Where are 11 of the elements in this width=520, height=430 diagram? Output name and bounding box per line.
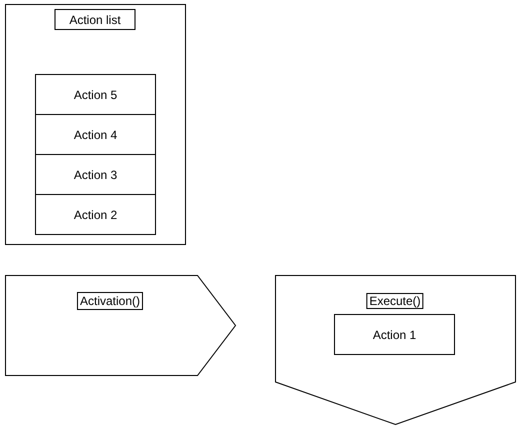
- list-container: [5, 4, 186, 245]
- framed-title: Execute(): [366, 293, 424, 309]
- action-box: Action 4: [35, 114, 156, 155]
- framed-title: Action list: [54, 9, 136, 30]
- action-box: Action 1: [334, 314, 455, 355]
- pentagon-arrow-shape: [5, 275, 236, 376]
- down-pentagon-shape: [275, 275, 516, 425]
- action-box: Action 5: [35, 74, 156, 115]
- framed-title: Activation(): [76, 292, 144, 310]
- action-box: Action 2: [35, 194, 156, 235]
- action-box: Action 3: [35, 154, 156, 195]
